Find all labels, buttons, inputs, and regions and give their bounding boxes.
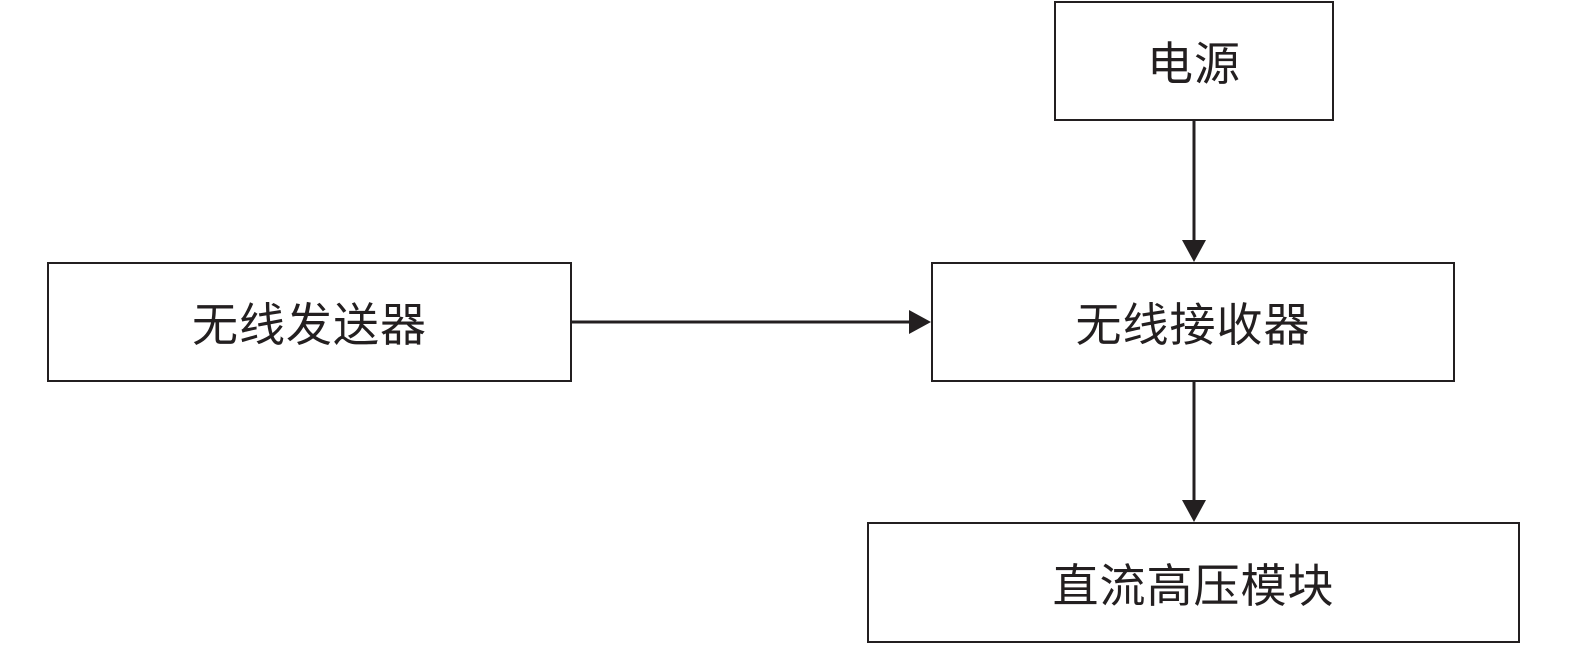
- wireless-receiver-block: 无线接收器: [931, 262, 1455, 382]
- wireless-transmitter-label: 无线发送器: [192, 298, 427, 352]
- arrow-power-to-receiver-head: [1182, 240, 1206, 262]
- dc-high-voltage-module-label: 直流高压模块: [1052, 558, 1335, 613]
- power-supply-label: 电源: [1147, 37, 1241, 91]
- wireless-transmitter-block: 无线发送器: [47, 262, 572, 382]
- arrow-transmitter-to-receiver-head: [909, 310, 931, 334]
- dc-high-voltage-module-block: 直流高压模块: [867, 522, 1520, 643]
- arrow-receiver-to-dc-module-head: [1182, 500, 1206, 522]
- power-supply-block: 电源: [1054, 1, 1334, 121]
- wireless-receiver-label: 无线接收器: [1075, 298, 1311, 352]
